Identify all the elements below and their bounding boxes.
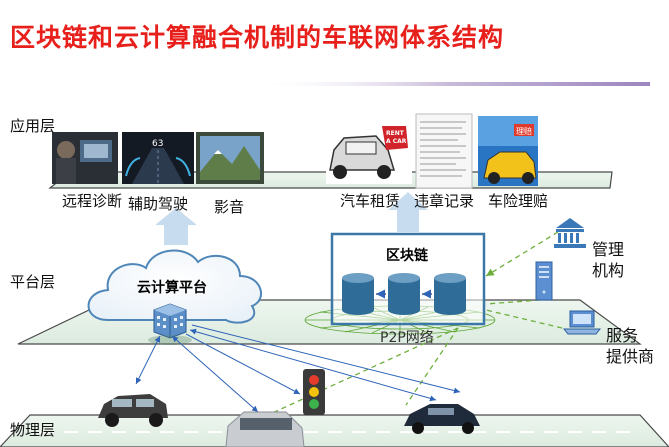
car-rental-image: RENT A CAR: [326, 118, 412, 184]
application-layer-label: 应用层: [10, 117, 56, 135]
remote-diagnosis-image: [52, 132, 118, 184]
car-icon: [98, 394, 168, 427]
blue-data-links: [135, 324, 461, 413]
rent-sign-line1: RENT: [386, 130, 405, 137]
management-label: 管理 机构: [592, 240, 625, 280]
app-label-remote-diagnosis: 远程诊断: [62, 192, 123, 210]
blockchain-up-arrow: [388, 192, 428, 232]
database-icon: [342, 273, 466, 315]
app-label-insurance-claim: 车险理赔: [488, 192, 549, 210]
physical-layer-label: 物理层: [10, 421, 56, 439]
insurance-sign-text: 理赔: [516, 126, 532, 136]
violation-record-image: [415, 113, 473, 189]
diagram-title: 区块链和云计算融合机制的车联网体系结构: [10, 23, 505, 52]
cloud-up-arrow: [155, 208, 197, 245]
insurance-claim-image: 理赔: [478, 116, 538, 186]
app-label-car-rental: 汽车租赁: [340, 192, 401, 210]
building-icon: [148, 303, 192, 345]
app-label-driver-assist: 辅助驾驶: [128, 195, 189, 213]
car-icon: [225, 411, 305, 447]
service-provider-label: 服务 提供商: [606, 326, 655, 366]
bank-icon: [554, 218, 586, 248]
rent-sign-line2: A CAR: [386, 138, 407, 145]
cloud-platform-label: 云计算平台: [137, 279, 207, 296]
dash-speed-text: 63: [152, 139, 163, 149]
media-image: [196, 132, 264, 184]
p2p-network-label: P2P网络: [380, 330, 434, 346]
app-label-media: 影音: [214, 198, 245, 216]
server-icon: [535, 261, 553, 301]
driver-assist-image: 63: [122, 132, 194, 184]
app-label-violation-record: 违章记录: [414, 192, 475, 210]
platform-layer-label: 平台层: [10, 273, 56, 291]
laptop-icon: [562, 310, 602, 335]
car-icon: [404, 404, 480, 434]
cloud-icon: [87, 249, 263, 324]
blockchain-label: 区块链: [386, 247, 429, 264]
title-underline: [250, 82, 650, 86]
traffic-light-icon: [303, 369, 325, 415]
